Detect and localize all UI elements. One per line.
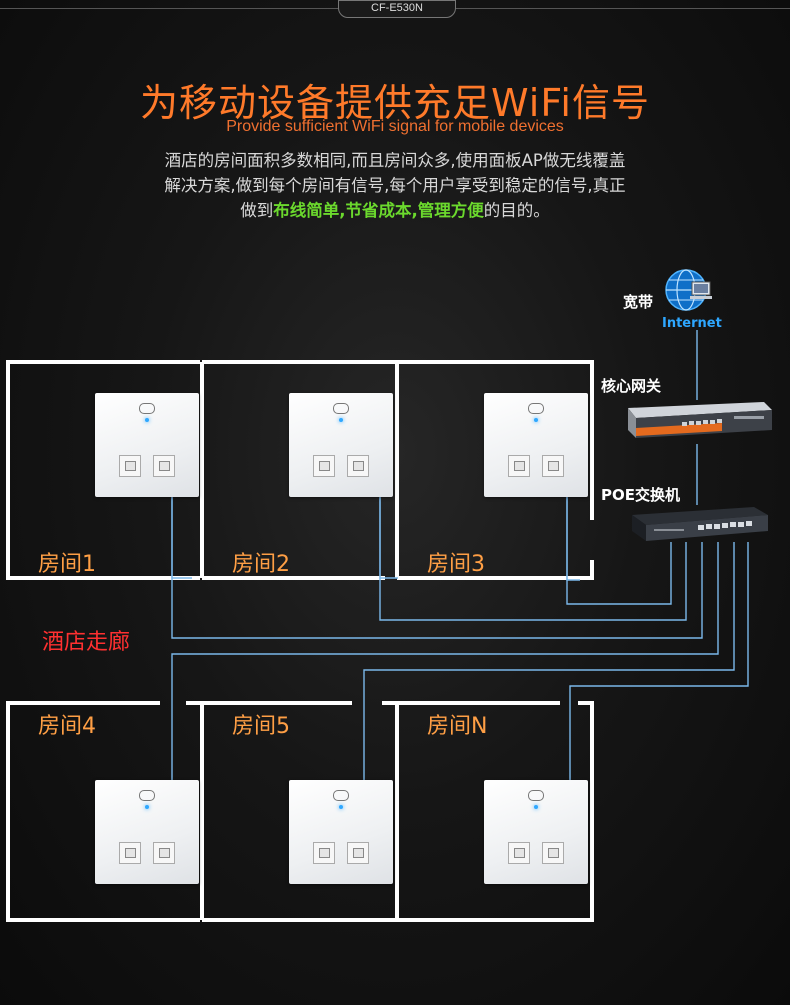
status-led bbox=[534, 805, 538, 809]
panel-ap-room-1 bbox=[95, 393, 199, 497]
panel-ap-icon bbox=[139, 403, 155, 414]
ethernet-port bbox=[347, 455, 369, 477]
panel-ap-room-2 bbox=[289, 393, 393, 497]
panel-ap-icon bbox=[528, 403, 544, 414]
intro-line: 做到布线简单,节省成本,管理方便的目的。 bbox=[110, 198, 680, 223]
cable-room-n bbox=[569, 542, 749, 780]
broadband-label: 宽带 bbox=[623, 293, 654, 311]
network-cables bbox=[171, 330, 749, 780]
ethernet-port bbox=[542, 455, 564, 477]
room-label-n: 房间N bbox=[427, 714, 488, 739]
panel-ap-room-5 bbox=[289, 780, 393, 884]
panel-ap-room-4 bbox=[95, 780, 199, 884]
cable-room-2-stub bbox=[379, 494, 398, 579]
status-led bbox=[145, 418, 149, 422]
room-label-2: 房间2 bbox=[232, 552, 290, 577]
internet-label: Internet bbox=[662, 316, 722, 331]
ethernet-port bbox=[153, 455, 175, 477]
ethernet-port bbox=[153, 842, 175, 864]
highlight-management: 管理方便 bbox=[417, 201, 484, 220]
switch-label: POE交换机 bbox=[601, 486, 680, 504]
room-label-3: 房间3 bbox=[427, 552, 485, 577]
status-led bbox=[145, 805, 149, 809]
highlight-cost: 节省成本 bbox=[345, 201, 412, 220]
cable-room-4 bbox=[171, 542, 719, 780]
status-led bbox=[339, 418, 343, 422]
intro-line: 酒店的房间面积多数相同,而且房间众多,使用面板AP做无线覆盖 bbox=[164, 151, 626, 170]
cable-room-3-stub bbox=[566, 494, 580, 581]
panel-ap-icon bbox=[333, 403, 349, 414]
poe-switch-icon bbox=[632, 507, 768, 541]
intro-line: 解决方案,做到每个房间有信号,每个用户享受到稳定的信号,真正 bbox=[164, 176, 626, 195]
cable-room-1-stub bbox=[171, 494, 192, 579]
highlight-wiring: 布线简单 bbox=[273, 201, 340, 220]
ethernet-port bbox=[347, 842, 369, 864]
page-title: 为移动设备提供充足WiFi信号 bbox=[140, 81, 650, 125]
gateway-label: 核心网关 bbox=[601, 377, 662, 395]
panel-ap-room-n bbox=[484, 780, 588, 884]
panel-ap-room-3 bbox=[484, 393, 588, 497]
room-label-4: 房间4 bbox=[38, 714, 96, 739]
panel-ap-icon bbox=[139, 790, 155, 801]
panel-ap-icon bbox=[333, 790, 349, 801]
internet-globe-icon bbox=[665, 269, 712, 311]
panel-ap-icon bbox=[528, 790, 544, 801]
room-n-wall bbox=[202, 701, 594, 922]
highlight-separator: , bbox=[411, 201, 418, 220]
room-walls bbox=[6, 360, 594, 922]
cable-room-5 bbox=[363, 542, 735, 780]
room-3-wall bbox=[397, 360, 594, 520]
room-1-wall bbox=[6, 360, 200, 580]
room-3-bottom-wall bbox=[397, 560, 594, 580]
page-subtitle: Provide sufficient WiFi signal for mobil… bbox=[226, 118, 564, 135]
ethernet-port bbox=[119, 842, 141, 864]
ethernet-port bbox=[313, 842, 335, 864]
gateway-device-icon bbox=[628, 402, 772, 438]
ethernet-port bbox=[508, 842, 530, 864]
room-label-1: 房间1 bbox=[38, 552, 96, 577]
intro-text: 酒店的房间面积多数相同,而且房间众多,使用面板AP做无线覆盖 解决方案,做到每个… bbox=[110, 148, 680, 223]
room-4-wall bbox=[6, 701, 200, 922]
intro-text-fragment: 的目的。 bbox=[483, 201, 550, 220]
room-label-5: 房间5 bbox=[232, 714, 290, 739]
highlight-separator: , bbox=[339, 201, 346, 220]
ethernet-port bbox=[119, 455, 141, 477]
status-led bbox=[534, 418, 538, 422]
intro-text-fragment: 做到 bbox=[240, 201, 274, 220]
corridor-label: 酒店走廊 bbox=[42, 630, 131, 655]
ethernet-port bbox=[508, 455, 530, 477]
ethernet-port bbox=[542, 842, 564, 864]
status-led bbox=[339, 805, 343, 809]
ethernet-port bbox=[313, 455, 335, 477]
model-tag: CF-E530N bbox=[338, 0, 456, 18]
